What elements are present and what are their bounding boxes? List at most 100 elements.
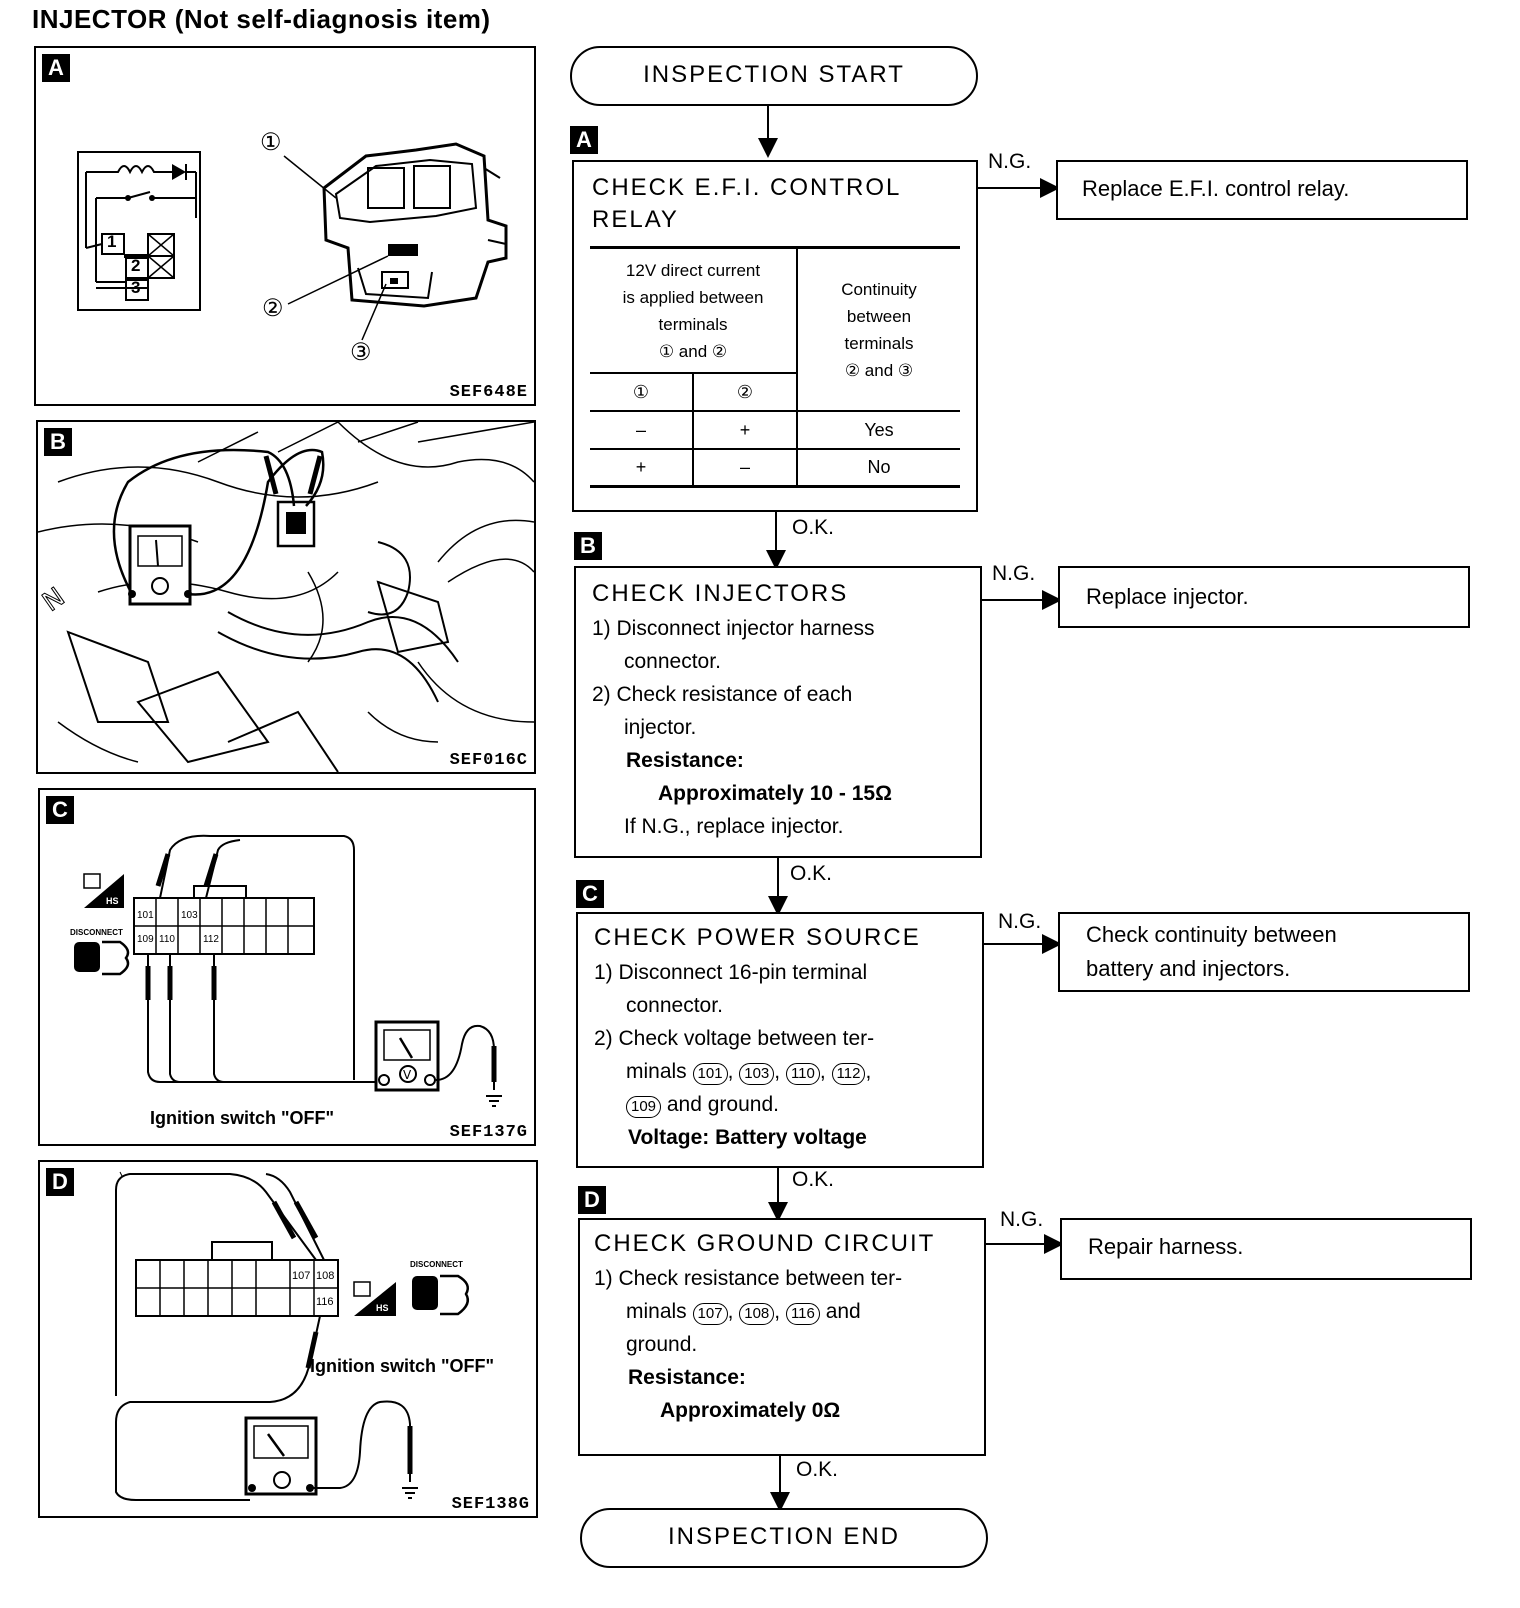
step-a-ng-action: Replace E.F.I. control relay.: [1056, 160, 1468, 220]
step-c-check-power: CHECK POWER SOURCE 1) Disconnect 16-pin …: [576, 912, 984, 1168]
relay-row-2-c2: –: [693, 449, 798, 485]
panel-b-code: SEF016C: [449, 751, 528, 770]
pin-badge-101: 101: [692, 1063, 728, 1085]
panel-c-power-source: C V: [38, 788, 536, 1146]
step-d-tag: D: [578, 1186, 606, 1214]
inspection-start: INSPECTION START: [570, 46, 978, 106]
step-b-ng-label: N.G.: [992, 562, 1036, 585]
step-a-check-relay: CHECK E.F.I. CONTROL RELAY 12V direct cu…: [572, 160, 978, 512]
panel-d-tag: D: [46, 1168, 74, 1196]
step-d-title: CHECK GROUND CIRCUIT: [594, 1230, 936, 1257]
relay-head-right-3: terminals: [844, 333, 914, 353]
step-d-line-2: minals 107, 108, 116 and: [626, 1300, 861, 1325]
step-c-line-1: 1) Disconnect 16-pin terminal: [594, 961, 868, 984]
relay-row-1: – + Yes: [590, 411, 960, 449]
step-b-ok-label: O.K.: [790, 862, 833, 885]
pin-badge-103: 103: [739, 1063, 775, 1085]
ground-circuit-illustration: [115, 1171, 469, 1501]
engine-illustration: N: [38, 422, 534, 772]
relay-head-right-2: between: [846, 306, 912, 326]
step-d-and: and: [825, 1300, 861, 1323]
step-d-minals: minals: [626, 1300, 687, 1323]
panel-d-code: SEF138G: [451, 1495, 530, 1514]
step-a-title-1: CHECK E.F.I. CONTROL: [592, 174, 902, 201]
disconnect-label: DISCONNECT: [70, 928, 123, 937]
pin-badge-108: 108: [739, 1303, 775, 1325]
step-c-line-5: 109 and ground.: [626, 1088, 779, 1121]
callout-1: ①: [260, 129, 282, 156]
disconnect-label: DISCONNECT: [410, 1260, 463, 1269]
step-b-ng-action: Replace injector.: [1058, 566, 1470, 628]
callout-2: ②: [262, 295, 284, 322]
step-c-and-ground: and ground.: [666, 1093, 779, 1116]
step-c-minals: minals: [626, 1060, 687, 1083]
step-a-title-2: RELAY: [592, 206, 679, 233]
step-b-line-3: 2) Check resistance of each: [592, 683, 853, 706]
panel-b-injector-photo: B N SEF016C: [36, 420, 536, 774]
relay-row-2: + – No: [590, 449, 960, 485]
step-d-line-3: ground.: [626, 1333, 698, 1356]
panel-c-code: SEF137G: [449, 1123, 528, 1142]
power-source-illustration: V: [74, 834, 502, 1107]
panel-a-tag: A: [42, 54, 70, 82]
relay-head-right-1: Continuity: [841, 279, 917, 299]
pin-badge-109: 109: [626, 1096, 662, 1118]
inspection-end: INSPECTION END: [580, 1508, 988, 1568]
pin-109: 109: [137, 934, 154, 945]
callout-3: ③: [350, 339, 372, 366]
step-b-line-6: Approximately 10 - 15Ω: [658, 782, 892, 805]
step-c-title: CHECK POWER SOURCE: [594, 924, 921, 951]
pin-112: 112: [203, 934, 219, 945]
schematic-terminal-2: 2: [131, 256, 141, 275]
panel-b-tag: B: [44, 428, 72, 456]
step-c-line-2: connector.: [626, 994, 723, 1017]
step-d-line-4: Resistance:: [628, 1366, 746, 1389]
panel-a-relay: A: [34, 46, 536, 406]
relay-table: 12V direct current is applied between te…: [590, 246, 960, 488]
pin-110: 110: [159, 934, 175, 945]
step-d-ng-action: Repair harness.: [1060, 1218, 1472, 1280]
step-c-line-4: minals 101, 103, 110, 112,: [626, 1060, 872, 1085]
relay-row-1-c1: –: [590, 411, 694, 449]
step-c-tag: C: [576, 880, 604, 908]
step-d-line-5: Approximately 0Ω: [660, 1399, 841, 1422]
pin-badge-112: 112: [831, 1063, 866, 1085]
step-b-title: CHECK INJECTORS: [592, 580, 849, 607]
step-b-line-4: injector.: [624, 716, 697, 739]
step-a-ng-label: N.G.: [988, 150, 1032, 173]
step-b-check-injectors: CHECK INJECTORS 1) Disconnect injector h…: [574, 566, 982, 858]
step-b-line-1: 1) Disconnect injector harness: [592, 617, 875, 640]
step-c-ng-label: N.G.: [998, 910, 1042, 933]
schematic-terminal-1: 1: [107, 232, 117, 251]
step-c-ng-action: Check continuity between battery and inj…: [1058, 912, 1470, 992]
step-c-ng-action-text-2: battery and injectors.: [1086, 956, 1291, 981]
panel-c-tag: C: [46, 796, 74, 824]
relay-head-left-4: ① and ②: [658, 341, 728, 361]
hs-icon: HS: [376, 1303, 389, 1313]
page-title: INJECTOR (Not self-diagnosis item): [32, 4, 491, 34]
relay-head-left-1: 12V direct current: [625, 260, 761, 280]
step-b-line-5: Resistance:: [626, 749, 744, 772]
step-c-ng-action-text-1: Check continuity between: [1086, 922, 1337, 947]
pin-badge-110: 110: [785, 1063, 820, 1085]
svg-text:V: V: [403, 1068, 412, 1082]
step-c-ok-label: O.K.: [792, 1168, 835, 1191]
step-b-ng-action-text: Replace injector.: [1086, 584, 1249, 609]
relay-col-2: ②: [693, 373, 798, 411]
step-d-line-1: 1) Check resistance between ter-: [594, 1267, 903, 1290]
step-a-ng-action-text: Replace E.F.I. control relay.: [1082, 176, 1350, 201]
step-a-ok-label: O.K.: [792, 516, 835, 539]
relay-head-left-2: is applied between: [622, 287, 764, 307]
pin-badge-116: 116: [785, 1303, 820, 1325]
step-d-ok-label: O.K.: [796, 1458, 839, 1481]
schematic-terminal-3: 3: [131, 278, 141, 297]
step-d-ng-label: N.G.: [1000, 1208, 1044, 1231]
hs-icon: HS: [106, 896, 119, 906]
panel-d-ground-circuit: D HS: [38, 1160, 538, 1518]
pin-108: 108: [316, 1270, 335, 1282]
step-d-check-ground: CHECK GROUND CIRCUIT 1) Check resistance…: [578, 1218, 986, 1456]
pin-101: 101: [137, 910, 154, 921]
relay-row-1-c2: +: [693, 411, 798, 449]
panel-d-caption: Ignition switch "OFF": [310, 1356, 495, 1376]
